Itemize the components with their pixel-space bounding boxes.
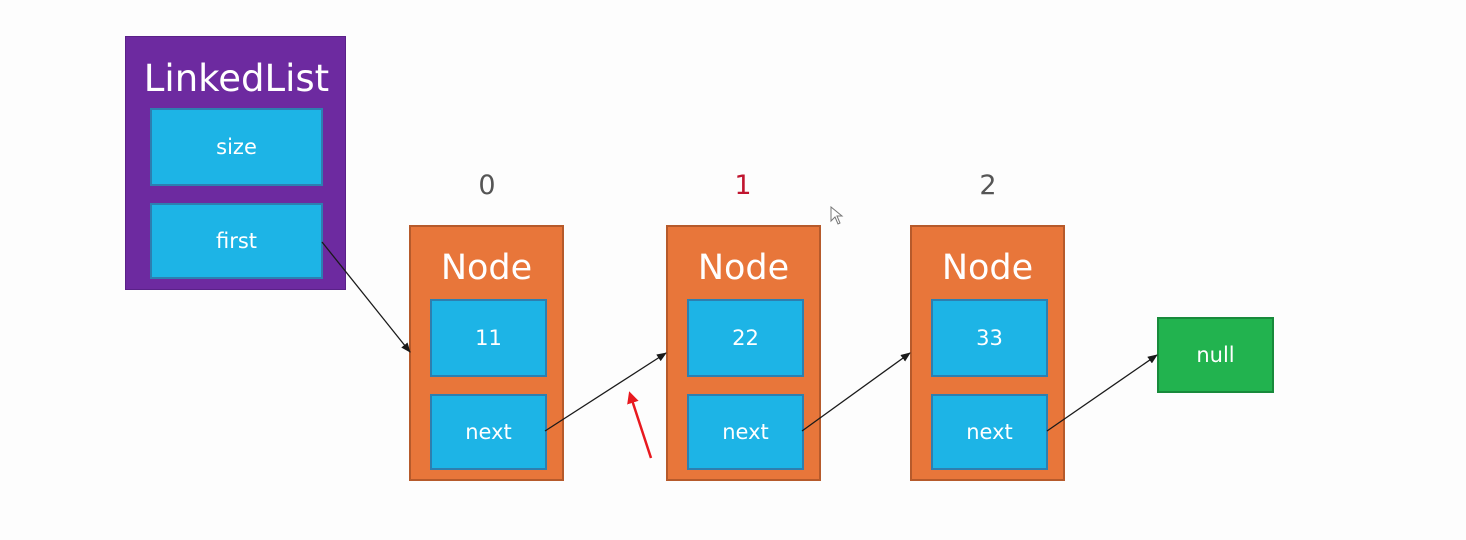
linkedlist-title: LinkedList [143,57,330,100]
node-1-value: 22 [687,299,804,377]
node-0-next: next [430,394,547,470]
node-1-title: Node [697,248,790,288]
node-1: Node 22 next [666,225,821,481]
node-2-next: next [931,394,1048,470]
node-0-title: Node [440,248,533,288]
node-index-1: 1 [734,170,752,201]
node-1-next: next [687,394,804,470]
node-index-0: 0 [478,170,496,201]
node-2-value: 33 [931,299,1048,377]
node-2: Node 33 next [910,225,1065,481]
linkedlist-box: LinkedList size first [125,36,346,290]
node-0-value: 11 [430,299,547,377]
node-0: Node 11 next [409,225,564,481]
null-terminal: null [1157,317,1274,393]
node-2-title: Node [941,248,1034,288]
node-index-2: 2 [979,170,997,201]
first-field: first [150,203,323,279]
size-field: size [150,108,323,186]
red-annotation-arrow [627,391,653,459]
mouse-pointer-icon [830,206,844,225]
